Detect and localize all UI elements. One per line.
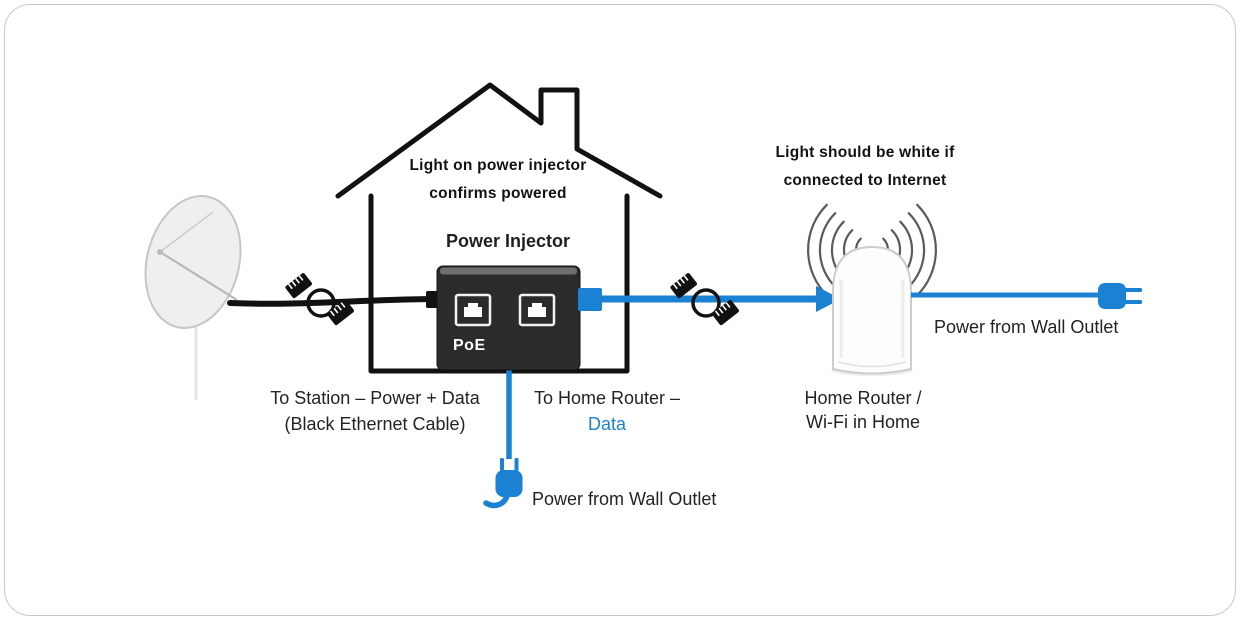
home-router-label: Home Router / Wi-Fi in Home <box>761 386 965 434</box>
ethernet-connector-icon <box>285 273 354 326</box>
arrow-right-icon <box>816 286 841 312</box>
home-router-cable-label-line2: Data <box>587 413 627 434</box>
router-note-line2: connected to Internet <box>783 171 947 189</box>
wall-outlet-bottom-label: Power from Wall Outlet <box>532 489 717 509</box>
router-note-line1: Light should be white if <box>775 144 955 161</box>
house-note-line1: Light on power injector <box>409 157 587 174</box>
home-router-label-line1: Home Router / <box>804 388 922 408</box>
house-note: Light on power injector confirms powered <box>350 152 646 208</box>
home-router-cable-label-line1: To Home Router – <box>533 388 681 408</box>
station-cable-label: To Station – Power + Data (Black Etherne… <box>243 386 507 437</box>
power-plug-right-icon <box>1098 283 1142 309</box>
wall-outlet-right-label: Power from Wall Outlet <box>934 317 1119 337</box>
station-cable-label-line1: To Station – Power + Data <box>270 388 480 408</box>
power-plug-bottom-icon <box>483 458 523 509</box>
poe-label: PoE <box>453 337 486 354</box>
home-router-body <box>831 245 913 376</box>
home-router-label-line2: Wi-Fi in Home <box>805 412 920 432</box>
power-injector-box <box>426 265 602 371</box>
ethernet-port-icon <box>454 293 492 327</box>
station-cable-label-line2: (Black Ethernet Cable) <box>284 413 466 434</box>
house-note-line2: confirms powered <box>429 185 567 202</box>
power-injector-title: Power Injector <box>445 231 571 251</box>
injector-output-port <box>578 288 602 311</box>
house-outline <box>335 82 663 374</box>
ethernet-port-icon <box>518 293 556 327</box>
satellite-dish-icon <box>144 195 242 400</box>
home-router-cable-label: To Home Router – Data <box>503 386 711 437</box>
router-note: Light should be white if connected to In… <box>733 139 997 194</box>
ethernet-connector-icon <box>670 273 739 326</box>
